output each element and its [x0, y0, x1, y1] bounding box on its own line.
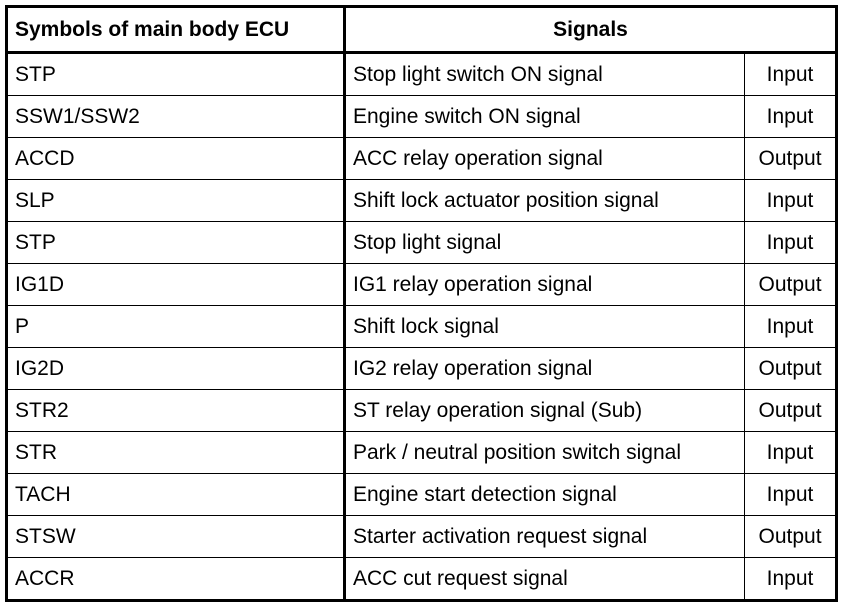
- cell-signal-description: ACC cut request signal: [344, 557, 745, 601]
- cell-signal-description: ACC relay operation signal: [344, 137, 745, 180]
- cell-symbol: TACH: [6, 473, 346, 516]
- cell-signal-direction: Input: [743, 431, 838, 474]
- cell-signal-direction: Output: [743, 263, 838, 306]
- cell-symbol: STR2: [6, 389, 346, 432]
- cell-signal-description: Shift lock actuator position signal: [344, 179, 745, 222]
- cell-signal-description: IG2 relay operation signal: [344, 347, 745, 390]
- header-row: Symbols of main body ECU Signals: [6, 6, 838, 54]
- cell-symbol: STR: [6, 431, 346, 474]
- cell-symbol: SSW1/SSW2: [6, 95, 346, 138]
- cell-signal-direction: Output: [743, 389, 838, 432]
- cell-symbol: ACCD: [6, 137, 346, 180]
- cell-symbol: STP: [6, 52, 346, 96]
- cell-signal-direction: Input: [743, 305, 838, 348]
- cell-signal-description: Stop light signal: [344, 221, 745, 264]
- cell-signal-direction: Input: [743, 179, 838, 222]
- cell-signal-description: Park / neutral position switch signal: [344, 431, 745, 474]
- cell-symbol: IG2D: [6, 347, 346, 390]
- cell-signal-direction: Input: [743, 221, 838, 264]
- cell-signal-direction: Input: [743, 557, 838, 601]
- table-header: Symbols of main body ECU Signals: [6, 6, 838, 54]
- cell-signal-description: IG1 relay operation signal: [344, 263, 745, 306]
- cell-symbol: IG1D: [6, 263, 346, 306]
- cell-symbol: SLP: [6, 179, 346, 222]
- cell-signal-direction: Input: [743, 95, 838, 138]
- column-header-symbols: Symbols of main body ECU: [6, 6, 346, 54]
- cell-signal-description: Engine switch ON signal: [344, 95, 745, 138]
- cell-symbol: ACCR: [6, 557, 346, 601]
- cell-signal-direction: Input: [743, 52, 838, 96]
- cell-signal-description: Shift lock signal: [344, 305, 745, 348]
- cell-signal-description: Starter activation request signal: [344, 515, 745, 558]
- cell-signal-direction: Output: [743, 515, 838, 558]
- column-header-signals: Signals: [343, 6, 838, 54]
- cell-signal-description: Stop light switch ON signal: [344, 52, 745, 96]
- cell-signal-description: ST relay operation signal (Sub): [344, 389, 745, 432]
- cell-symbol: STSW: [6, 515, 346, 558]
- cell-symbol: STP: [6, 221, 346, 264]
- cell-symbol: P: [6, 305, 346, 348]
- cell-signal-direction: Output: [743, 347, 838, 390]
- cell-signal-direction: Input: [743, 473, 838, 516]
- cell-signal-direction: Output: [743, 137, 838, 180]
- cell-signal-description: Engine start detection signal: [344, 473, 745, 516]
